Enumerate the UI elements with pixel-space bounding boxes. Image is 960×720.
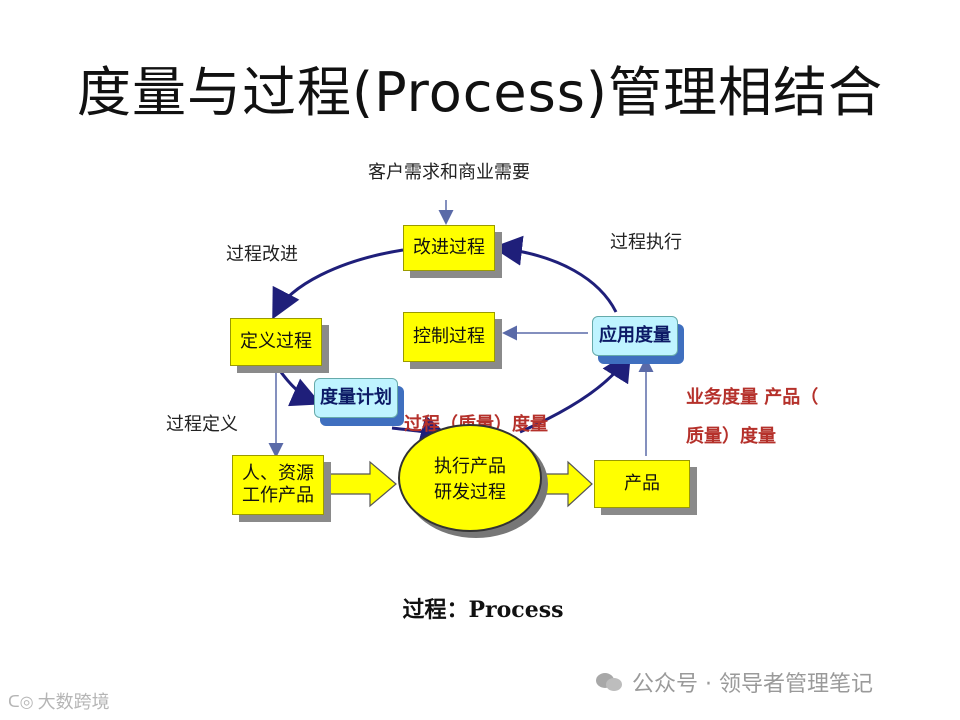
- label-process-exec: 过程执行: [610, 232, 682, 253]
- box-measure-plan: 度量计划: [314, 378, 398, 418]
- box-product: 产品: [594, 460, 690, 508]
- ellipse-develop-process: 执行产品 研发过程: [398, 424, 542, 532]
- box-apply-label: 应用度量: [599, 324, 671, 346]
- box-apply-measure: 应用度量: [592, 316, 678, 356]
- box-define-label: 定义过程: [240, 330, 312, 352]
- diagram-caption: 过程：Process: [402, 597, 564, 623]
- block-arrow-develop-to-product: [539, 460, 593, 508]
- label-business-measure-2: 质量）度量: [686, 426, 776, 447]
- watermark-logo-icon: ᑕ◎: [8, 691, 34, 711]
- box-improve-process: 改进过程: [403, 225, 495, 271]
- arc-improve-to-define: [272, 248, 404, 320]
- develop-line2: 研发过程: [434, 482, 506, 503]
- develop-line1: 执行产品: [434, 456, 506, 477]
- watermark-left-text: 大数跨境: [37, 692, 110, 713]
- box-control-label: 控制过程: [413, 325, 485, 347]
- arc-develop-to-apply: [519, 350, 632, 434]
- box-plan-label: 度量计划: [320, 386, 392, 408]
- arc-apply-to-improve: [492, 235, 618, 313]
- box-resources-line1: 人、资源: [242, 462, 314, 484]
- box-resources-line2: 工作产品: [242, 485, 314, 506]
- box-resources: 人、资源 工作产品: [232, 455, 324, 515]
- box-control-process: 控制过程: [403, 312, 495, 362]
- arc-define-to-plan: [276, 367, 322, 407]
- label-process-define: 过程定义: [166, 414, 238, 435]
- label-process-improve: 过程改进: [226, 244, 298, 265]
- top-input-label: 客户需求和商业需要: [368, 162, 530, 183]
- watermark-right-text: 公众号 · 领导者管理笔记: [632, 672, 873, 697]
- page-title: 度量与过程(Process)管理相结合: [77, 61, 883, 124]
- watermark-right: 公众号 · 领导者管理笔记: [596, 666, 873, 698]
- watermark-left: ᑕ◎ 大数跨境: [8, 688, 110, 714]
- box-product-label: 产品: [624, 472, 660, 494]
- wechat-icon: [596, 671, 624, 693]
- block-arrow-resources-to-develop: [329, 460, 397, 508]
- box-define-process: 定义过程: [230, 318, 322, 366]
- label-business-measure-1: 业务度量 产品（: [686, 387, 819, 408]
- box-improve-label: 改进过程: [413, 236, 485, 258]
